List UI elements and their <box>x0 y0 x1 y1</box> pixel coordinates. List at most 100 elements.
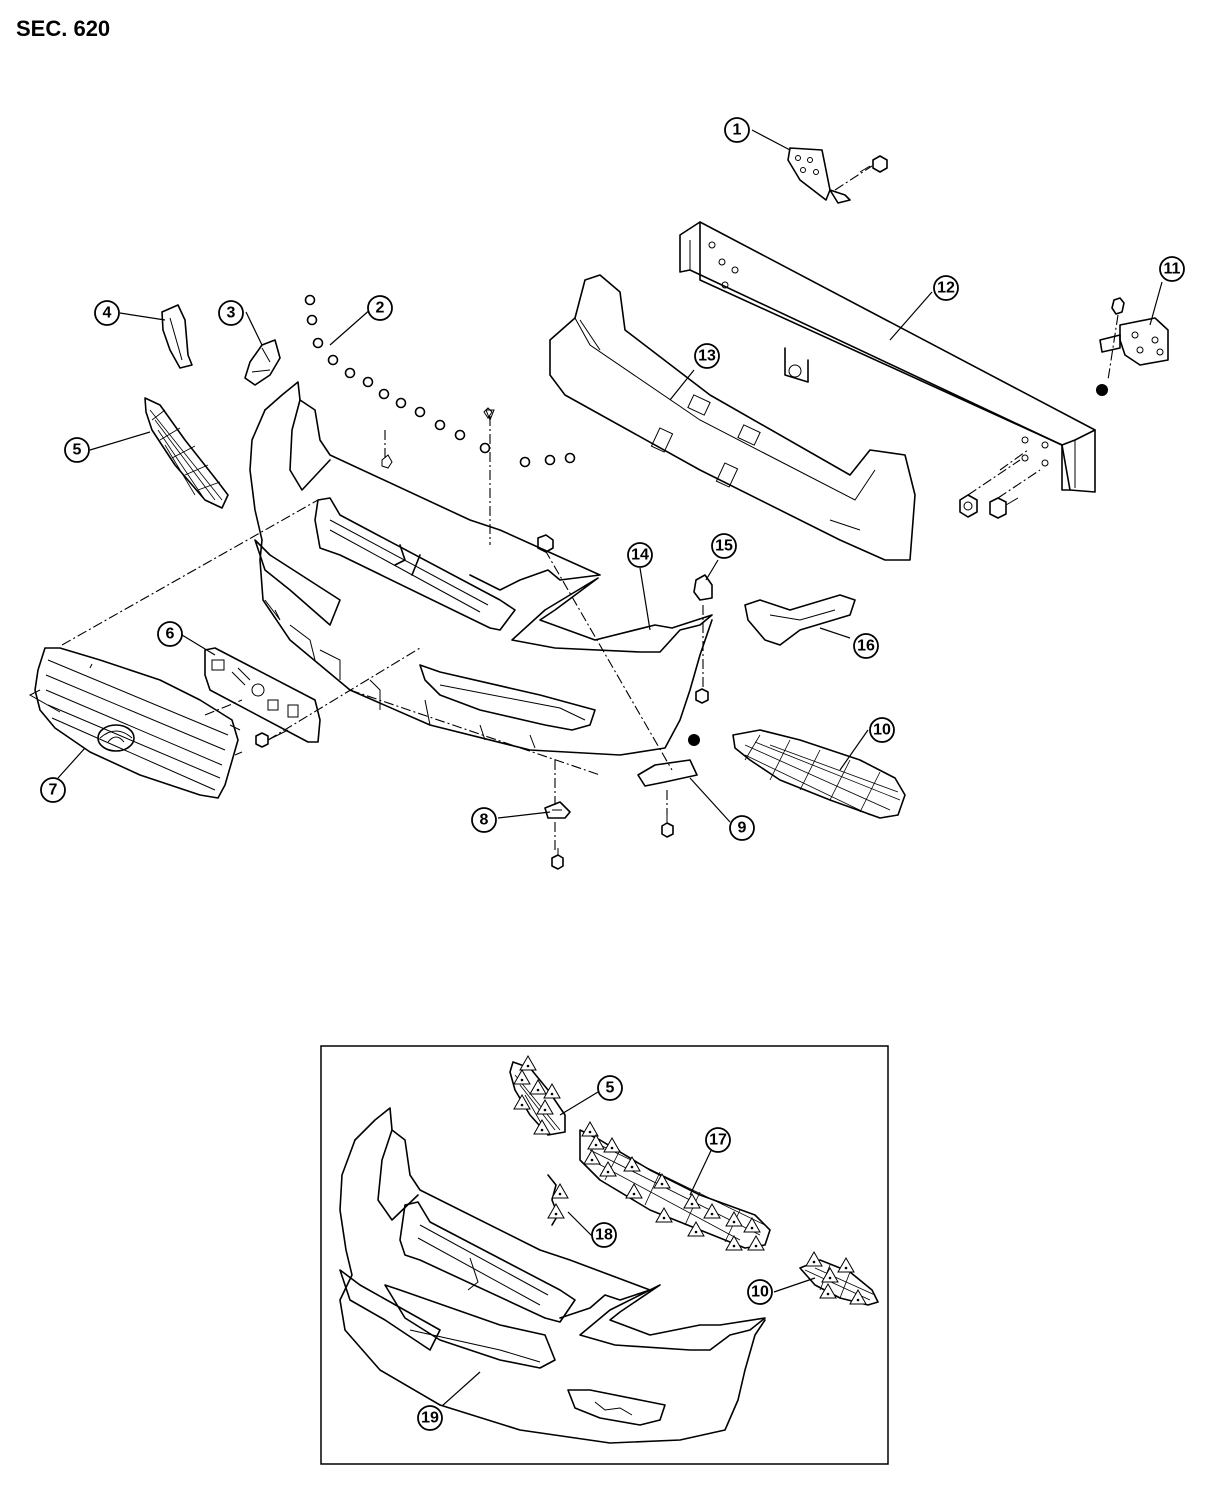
triangle-icon <box>623 1155 641 1172</box>
triangle-icon <box>821 1266 839 1283</box>
callout-5: 5 <box>64 437 90 463</box>
front-grille <box>28 647 243 799</box>
triangle-icon <box>513 1093 531 1110</box>
triangle-icon <box>529 1078 547 1095</box>
svg-text:3: 3 <box>227 305 236 322</box>
callout-4: 4 <box>94 300 120 326</box>
svg-text:15: 15 <box>715 538 733 555</box>
svg-text:4: 4 <box>103 305 112 322</box>
svg-text:13: 13 <box>698 348 716 365</box>
inset-lower-grille-right <box>799 1259 879 1306</box>
svg-text:8: 8 <box>480 812 489 829</box>
license-plate-bracket <box>204 647 321 748</box>
triangle-icon <box>533 1118 551 1135</box>
callout-8: 8 <box>471 807 497 833</box>
beam-fasteners <box>959 449 1041 519</box>
svg-text:1: 1 <box>733 122 742 139</box>
triangle-icon <box>655 1206 673 1223</box>
triangle-icon <box>536 1098 554 1115</box>
triangle-icon <box>725 1210 743 1227</box>
triangle-icon <box>805 1250 823 1267</box>
energy-absorber <box>549 274 916 561</box>
svg-text:7: 7 <box>49 782 58 799</box>
filled-dot-icon <box>688 734 700 746</box>
callout-12: 12 <box>933 275 959 301</box>
triangle-icon <box>687 1220 705 1237</box>
callout-9: 9 <box>729 815 755 841</box>
clip-part-15 <box>693 574 713 704</box>
clip-part-8 <box>544 801 571 870</box>
callout-10: 10 <box>869 717 895 743</box>
svg-text:12: 12 <box>937 280 955 297</box>
callout-2: 2 <box>367 295 393 321</box>
callout-16: 16 <box>853 633 879 659</box>
triangle-icon <box>703 1202 721 1219</box>
svg-text:5: 5 <box>606 1080 615 1097</box>
triangle-icon <box>547 1202 565 1219</box>
inset-bumper-fascia <box>339 1107 766 1444</box>
callout-7: 7 <box>40 777 66 803</box>
inset-callout-17: 17 <box>705 1127 731 1153</box>
triangle-icon <box>603 1136 621 1153</box>
triangle-icon <box>725 1234 743 1251</box>
clip-icon <box>304 294 576 468</box>
svg-text:11: 11 <box>1164 261 1181 278</box>
svg-text:16: 16 <box>857 638 875 655</box>
clip-chain <box>304 294 576 468</box>
triangle-icon <box>743 1216 761 1233</box>
reinforcement-beam <box>679 221 1096 493</box>
bracket-upper <box>787 147 888 204</box>
bolt-icon <box>859 155 888 173</box>
triangle-icon <box>583 1148 601 1165</box>
triangle-icon <box>653 1172 671 1189</box>
inset-lower-grille <box>579 1129 771 1249</box>
callout-6: 6 <box>157 621 183 647</box>
bracket-side <box>1096 297 1169 396</box>
triangle-icon <box>551 1182 569 1199</box>
svg-text:14: 14 <box>631 547 649 564</box>
bracket-part-4 <box>161 304 193 369</box>
svg-text:19: 19 <box>421 1410 439 1427</box>
callout-3: 3 <box>218 300 244 326</box>
triangle-icon <box>513 1054 867 1305</box>
triangle-icon <box>849 1288 867 1305</box>
bracket-part-3 <box>244 339 281 386</box>
triangle-icon <box>587 1133 605 1150</box>
triangle-icon <box>513 1068 531 1085</box>
svg-text:6: 6 <box>166 626 175 643</box>
svg-text:9: 9 <box>738 820 747 837</box>
section-title: SEC. 620 <box>16 16 111 41</box>
bracket-part-9 <box>637 734 700 838</box>
svg-text:10: 10 <box>751 1284 769 1301</box>
inset-frame <box>320 1045 889 1465</box>
callout-1: 1 <box>724 117 750 143</box>
callout-15: 15 <box>711 533 737 559</box>
svg-text:2: 2 <box>376 300 385 317</box>
callout-11: 11 <box>1159 256 1185 282</box>
inset-callout-18: 18 <box>591 1222 617 1248</box>
callout-14: 14 <box>627 542 653 568</box>
svg-text:10: 10 <box>873 722 891 739</box>
bracket-part-16 <box>744 594 856 646</box>
side-grille-left <box>144 397 229 509</box>
svg-text:5: 5 <box>73 442 82 459</box>
svg-text:17: 17 <box>709 1132 727 1149</box>
triangle-icon <box>625 1182 643 1199</box>
triangle-icon <box>599 1160 617 1177</box>
inset-callout-19: 19 <box>417 1405 443 1431</box>
emblem-icon <box>97 724 135 752</box>
triangle-icon <box>683 1192 701 1209</box>
triangle-icon <box>581 1120 599 1137</box>
triangle-icon <box>837 1256 855 1273</box>
triangle-icon <box>747 1234 765 1251</box>
inset-callout-10: 10 <box>747 1279 773 1305</box>
triangle-icon <box>543 1082 561 1099</box>
callout-13: 13 <box>694 343 720 369</box>
lower-grille <box>732 729 906 819</box>
leader-lines <box>57 129 1163 823</box>
assembly-lines <box>61 409 704 850</box>
triangle-icon <box>819 1282 837 1299</box>
triangle-icon <box>519 1054 537 1071</box>
filled-dot-icon <box>1096 384 1108 396</box>
